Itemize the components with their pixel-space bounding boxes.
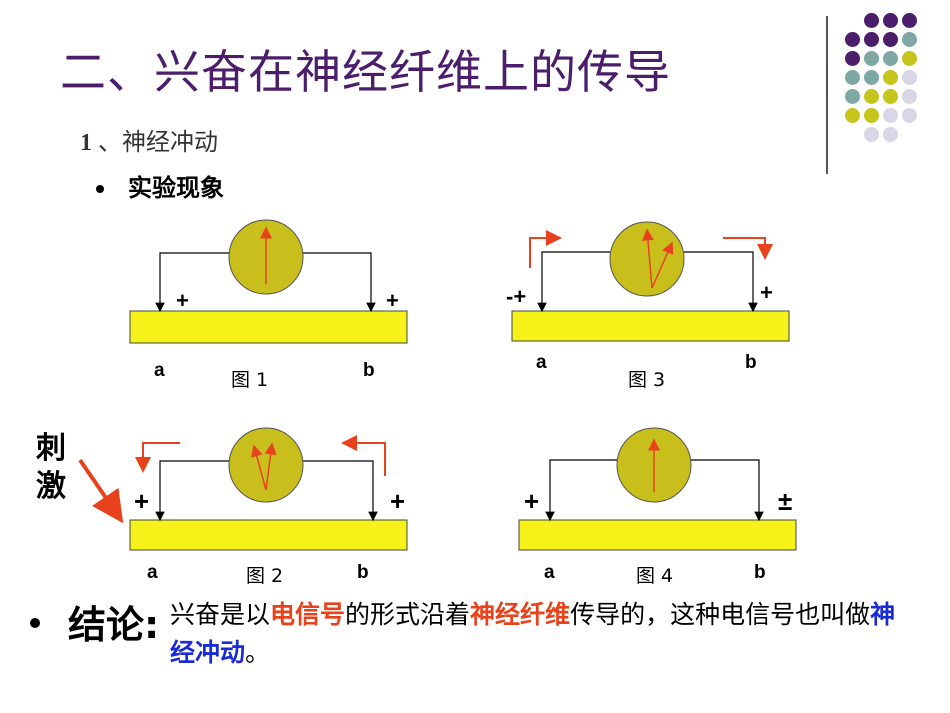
nerve-fiber-1 <box>129 310 408 344</box>
fig3-caption: 图 3 <box>628 369 666 391</box>
decorative-dot <box>902 51 917 66</box>
decorative-dot <box>883 89 898 104</box>
decorative-dot <box>845 51 860 66</box>
header-divider <box>826 16 828 174</box>
decorative-dot <box>864 13 879 28</box>
nerve-fiber-3 <box>511 310 790 342</box>
conclusion-part-2: 的形式沿着 <box>345 600 471 629</box>
needle-2a <box>250 444 267 491</box>
decorative-dot <box>845 32 860 47</box>
current-arrow-2a <box>135 442 180 473</box>
galvanometer-3 <box>609 221 685 297</box>
fig4-caption: 图 4 <box>636 565 674 587</box>
nerve-fiber-4 <box>518 519 797 551</box>
bullet-dot-icon <box>96 185 104 193</box>
bullet-item: 实验现象 <box>96 168 224 203</box>
decorative-dot <box>902 32 917 47</box>
fig3-label-a: a <box>536 352 547 373</box>
decorative-dot <box>883 127 898 142</box>
fig2-label-b: b <box>357 562 369 583</box>
figure-1-diagram <box>129 219 408 344</box>
decorative-dot <box>902 13 917 28</box>
fig3-sign-a: -+ <box>506 284 527 309</box>
highlight-nerve-impulse: 神经冲动 <box>170 600 896 667</box>
conclusion-part-3: 传导的，这种电信号也叫做 <box>570 600 871 629</box>
decorative-dot <box>883 13 898 28</box>
stimulus-label: 刺激 <box>36 431 66 504</box>
decorative-dot <box>902 108 917 123</box>
current-arrow-2b <box>341 435 386 476</box>
decorative-dot <box>845 70 860 85</box>
decorative-dot <box>864 32 879 47</box>
section-heading-text: 、神经冲动 <box>98 128 218 156</box>
highlight-electric-signal: 电信号 <box>270 600 346 629</box>
fig1-sign-a: + <box>176 288 189 313</box>
decorative-dot <box>902 89 917 104</box>
figure-2-diagram <box>78 427 408 551</box>
highlight-nerve-fiber: 神经纤维 <box>470 600 571 629</box>
decorative-dot <box>864 108 879 123</box>
conclusion-bullet-icon <box>30 618 40 628</box>
decorative-dot <box>864 89 879 104</box>
figure-3-diagram <box>511 221 790 342</box>
decorative-dot <box>864 127 879 142</box>
fig2-label-a: a <box>147 562 158 583</box>
decorative-dot <box>883 70 898 85</box>
fig2-sign-a: + <box>134 486 150 516</box>
conclusion-part-1: 兴奋是以 <box>170 600 271 629</box>
section-heading: 1、神经冲动 <box>80 122 218 157</box>
figure-4-diagram <box>518 427 797 551</box>
fig4-sign-b: ± <box>778 486 793 516</box>
decorative-dot <box>845 108 860 123</box>
conclusion-heading: 结论: <box>68 603 160 647</box>
fig4-label-b: b <box>754 562 766 583</box>
conclusion-text: 兴奋是以电信号的形式沿着神经纤维传导的，这种电信号也叫做神经冲动。 <box>170 596 910 672</box>
decorative-dot <box>864 70 879 85</box>
fig4-label-a: a <box>544 562 555 583</box>
fig2-caption: 图 2 <box>246 565 284 587</box>
fig2-sign-b: + <box>390 486 406 516</box>
needle-3b <box>651 241 674 289</box>
fig1-caption: 图 1 <box>231 369 269 391</box>
fig1-sign-b: + <box>386 288 399 313</box>
needle-2b <box>264 442 277 491</box>
fig4-sign-a: + <box>524 486 540 516</box>
decorative-dot <box>845 89 860 104</box>
conclusion-part-4: 。 <box>245 638 271 667</box>
current-arrow-3a <box>529 230 562 268</box>
stimulus-arrow <box>78 458 124 524</box>
slide-title: 二、兴奋在神经纤维上的传导 <box>60 45 671 99</box>
decorative-dot <box>883 51 898 66</box>
bullet-text: 实验现象 <box>128 174 224 202</box>
current-arrow-3b <box>723 237 773 260</box>
decorative-dot <box>883 108 898 123</box>
fig1-label-a: a <box>154 360 165 381</box>
fig3-label-b: b <box>745 352 757 373</box>
fig3-sign-b: + <box>760 280 773 305</box>
decorative-dot <box>864 51 879 66</box>
nerve-fiber-2 <box>129 519 408 551</box>
section-number: 1 <box>80 130 92 156</box>
decorative-dot <box>883 32 898 47</box>
galvanometer-2 <box>228 427 304 503</box>
decorative-dot <box>902 70 917 85</box>
needle-3a <box>641 228 654 289</box>
fig1-label-b: b <box>363 360 375 381</box>
